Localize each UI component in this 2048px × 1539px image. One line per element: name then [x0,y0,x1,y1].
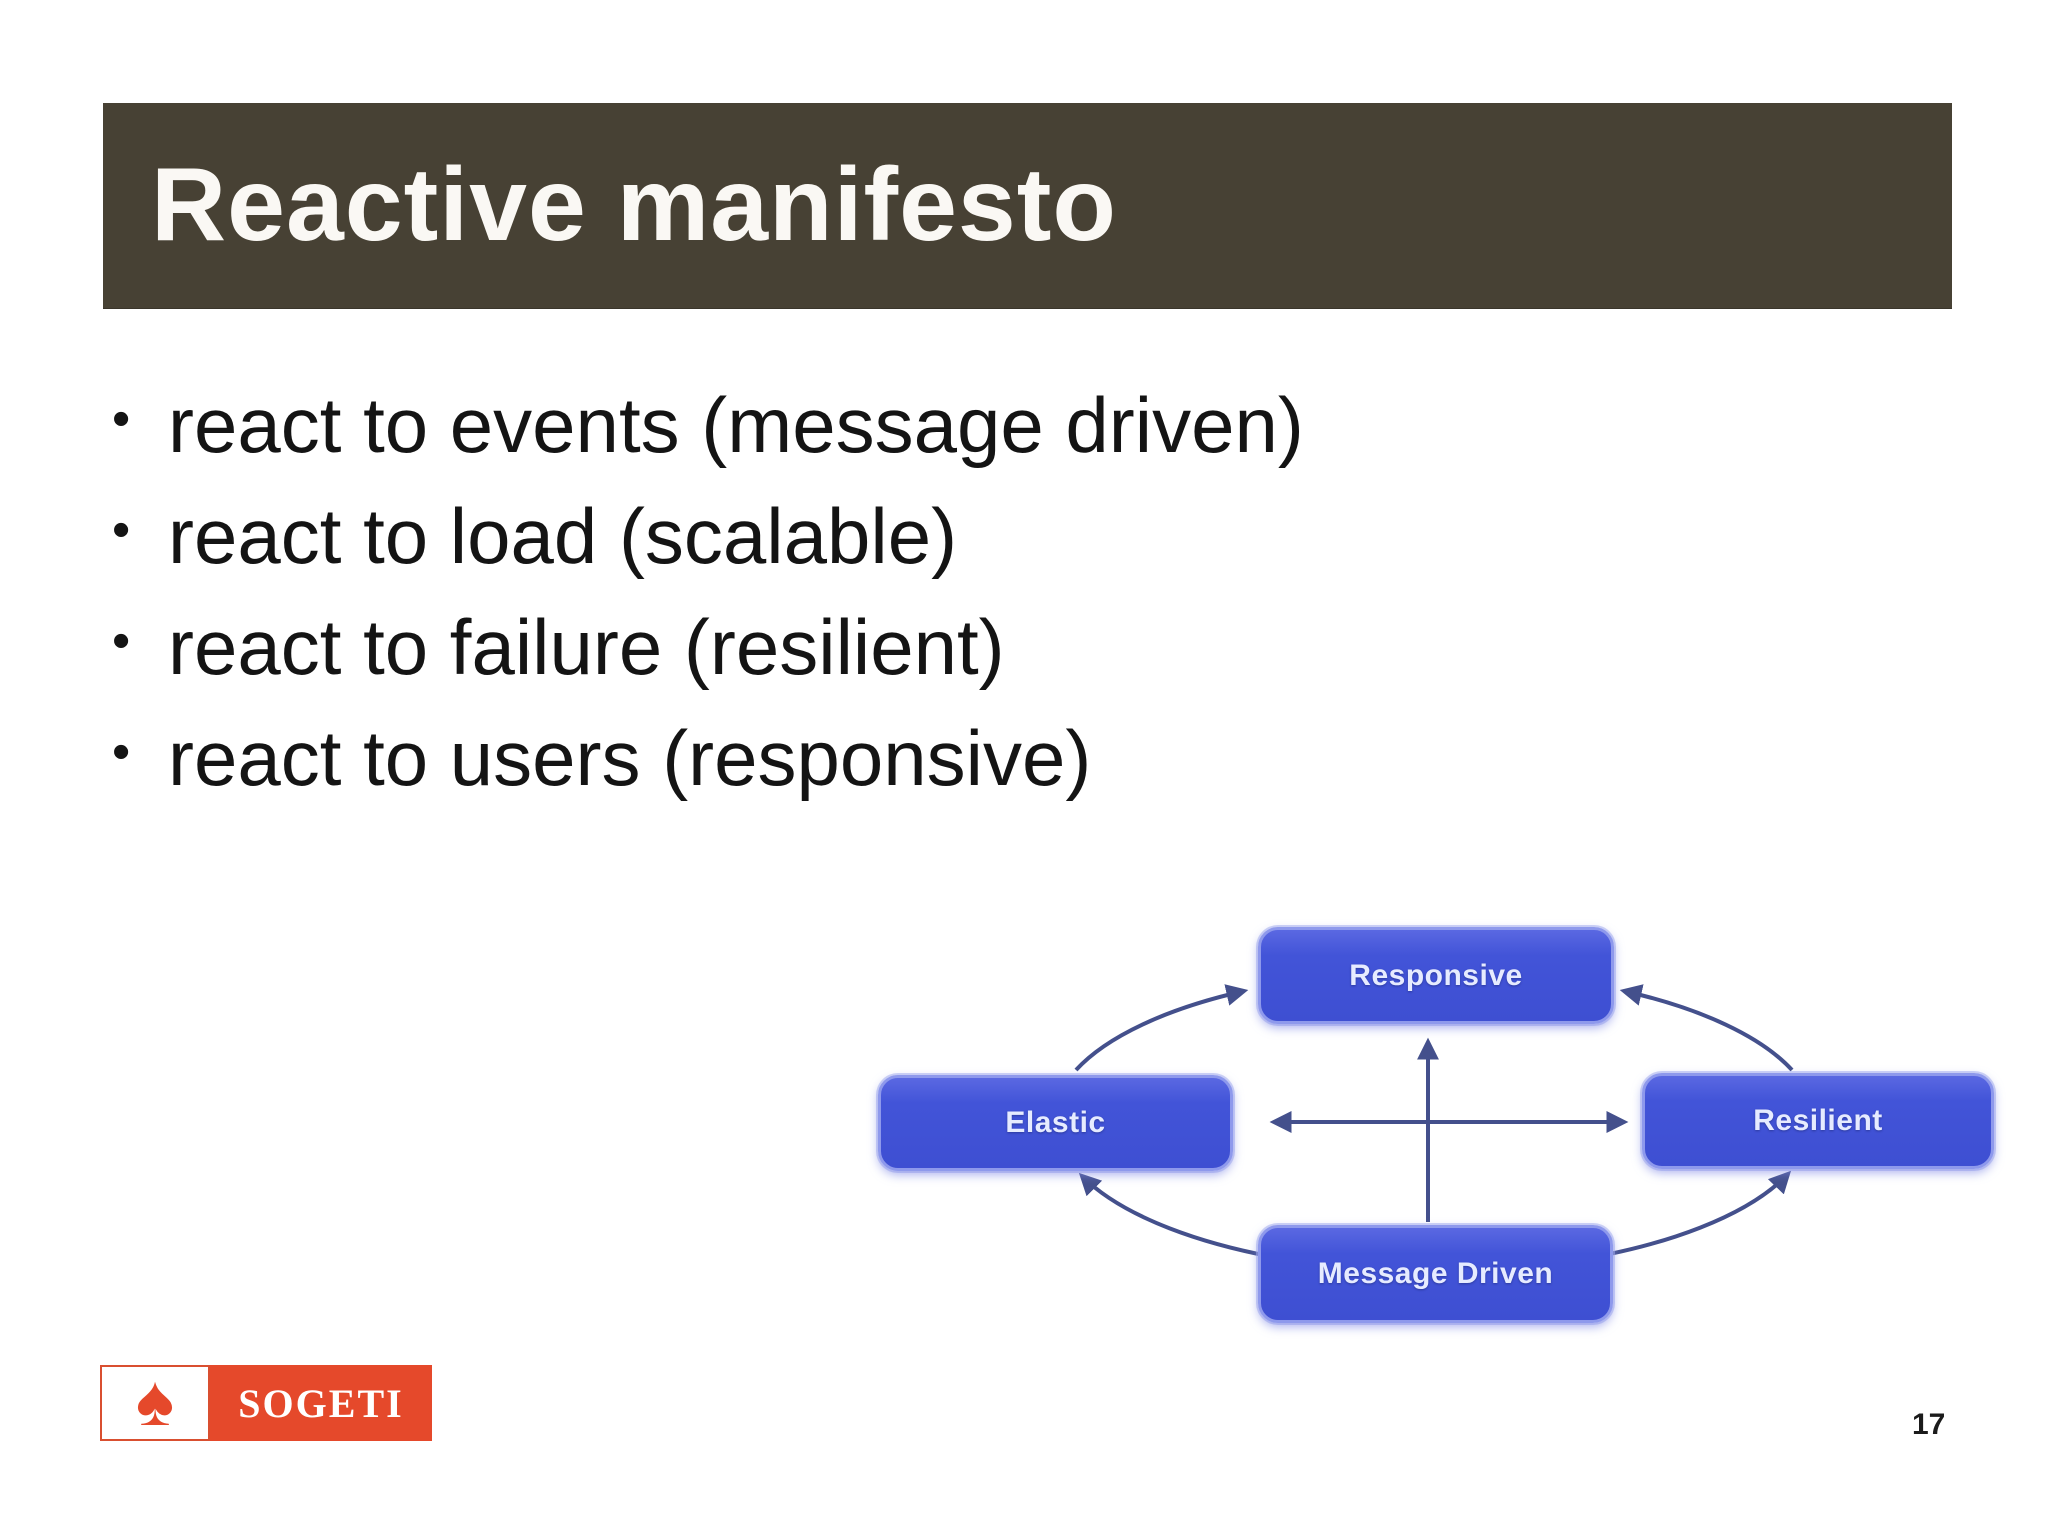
spade-box: ♠ [100,1365,210,1441]
logo-text-box: SOGETI [210,1365,432,1441]
diagram-node-elastic: Elastic [878,1075,1233,1171]
diagram-node-resilient: Resilient [1642,1073,1994,1169]
node-label: Elastic [1005,1106,1106,1139]
diagram-node-responsive: Responsive [1258,927,1614,1024]
node-label: Message Driven [1317,1257,1554,1290]
bullet-list: react to events (message driven) react t… [108,364,1808,814]
sogeti-logo: ♠ SOGETI [100,1365,432,1441]
node-label: Responsive [1349,958,1523,992]
bullet-item: react to failure (resilient) [108,586,1808,703]
slide-title: Reactive manifesto [151,147,1117,263]
arc-resilient-to-responsive [1619,984,1794,1072]
arc-elastic-to-responsive [1074,984,1249,1072]
bullet-item: react to events (message driven) [108,364,1808,481]
diagram-node-message-driven: Message Driven [1258,1225,1613,1323]
title-bar: Reactive manifesto [103,103,1952,308]
page-number: 17 [1912,1408,1946,1441]
node-label: Resilient [1753,1104,1883,1137]
bullet-item: react to users (responsive) [108,697,1808,814]
spade-icon: ♠ [135,1361,175,1441]
logo-company-name: SOGETI [238,1380,404,1426]
bullet-item: react to load (scalable) [108,475,1808,592]
